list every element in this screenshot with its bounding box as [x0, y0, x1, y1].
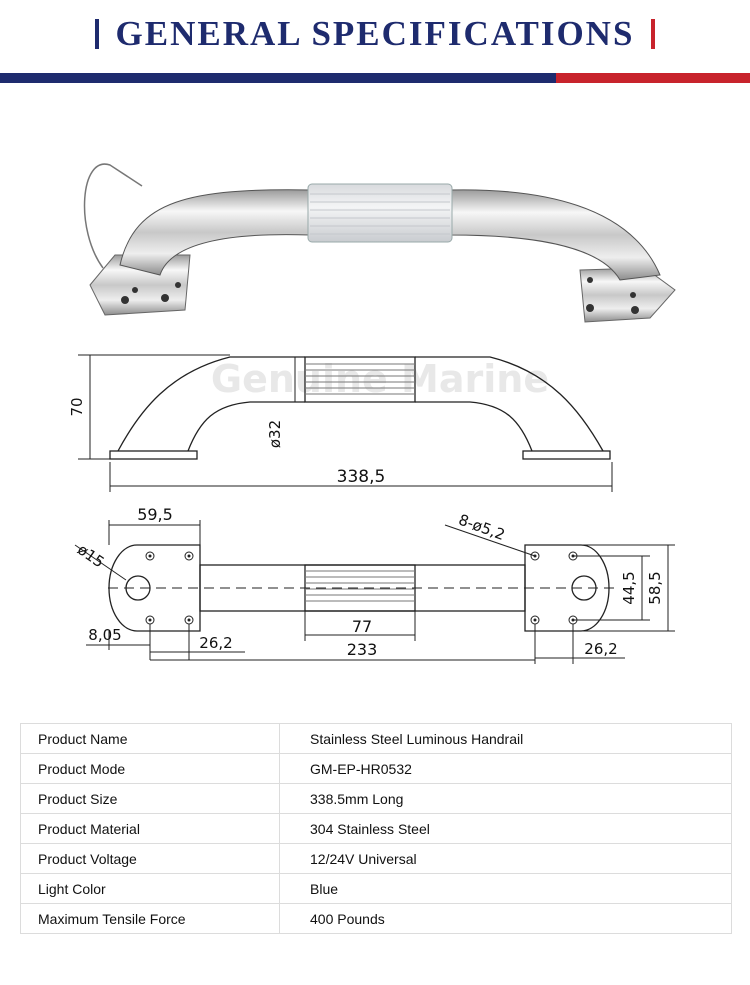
side-view — [109, 356, 611, 460]
screw-heads — [121, 277, 639, 314]
spec-value: 304 Stainless Steel — [279, 813, 732, 844]
center-distance-label: 233 — [347, 640, 378, 659]
spec-label: Product Material — [20, 813, 280, 844]
side-dimension-lines — [78, 354, 613, 492]
spec-value: 400 Pounds — [279, 903, 732, 934]
right-tube — [449, 189, 661, 281]
base-hole-label: ø15 — [74, 540, 107, 571]
technical-drawing: Genuine Marine 70 ø32 338,5 — [68, 354, 675, 664]
height-label: 70 — [68, 397, 86, 416]
length-label: 338,5 — [337, 467, 386, 487]
spec-label: Light Color — [20, 873, 280, 904]
title-wrap: GENERAL SPECIFICATIONS — [0, 14, 750, 54]
base-length-label: 59,5 — [137, 505, 173, 524]
outer-width-label: 58,5 — [646, 571, 664, 604]
spec-value: GM-EP-HR0532 — [279, 753, 732, 784]
inner-width-label: 44,5 — [620, 571, 638, 604]
screw-holes-label: 8-ø5,2 — [456, 511, 507, 544]
spec-label: Product Name — [20, 723, 280, 754]
spec-label: Product Size — [20, 783, 280, 814]
hole-spacing-left-label: 26,2 — [199, 634, 232, 652]
spec-value: 12/24V Universal — [279, 843, 732, 874]
spec-value: Stainless Steel Luminous Handrail — [279, 723, 732, 754]
light-grooves — [310, 193, 450, 235]
light-length-label: 77 — [352, 617, 372, 636]
spec-label: Maximum Tensile Force — [20, 903, 280, 934]
offset-label: 8,05 — [88, 626, 121, 644]
header-rule-red — [556, 73, 750, 83]
wire — [83, 163, 143, 269]
diameter-label: ø32 — [266, 420, 284, 448]
left-tube — [119, 189, 311, 276]
spec-label: Product Mode — [20, 753, 280, 784]
title-bar-left — [95, 19, 100, 49]
screw-holes — [145, 551, 578, 625]
light-section — [307, 183, 453, 243]
spec-value: Blue — [279, 873, 732, 904]
page-header: GENERAL SPECIFICATIONS — [0, 0, 750, 84]
spec-label: Product Voltage — [20, 843, 280, 874]
header-rule-blue — [0, 73, 556, 83]
product-photo — [83, 163, 676, 323]
spec-value: 338.5mm Long — [279, 783, 732, 814]
side-light-lines — [305, 363, 415, 395]
top-dimension-lines — [74, 520, 675, 664]
top-light-lines — [305, 570, 415, 602]
title-bar-right — [650, 19, 655, 49]
page-title: GENERAL SPECIFICATIONS — [115, 14, 635, 53]
hole-spacing-right-label: 26,2 — [584, 640, 617, 658]
